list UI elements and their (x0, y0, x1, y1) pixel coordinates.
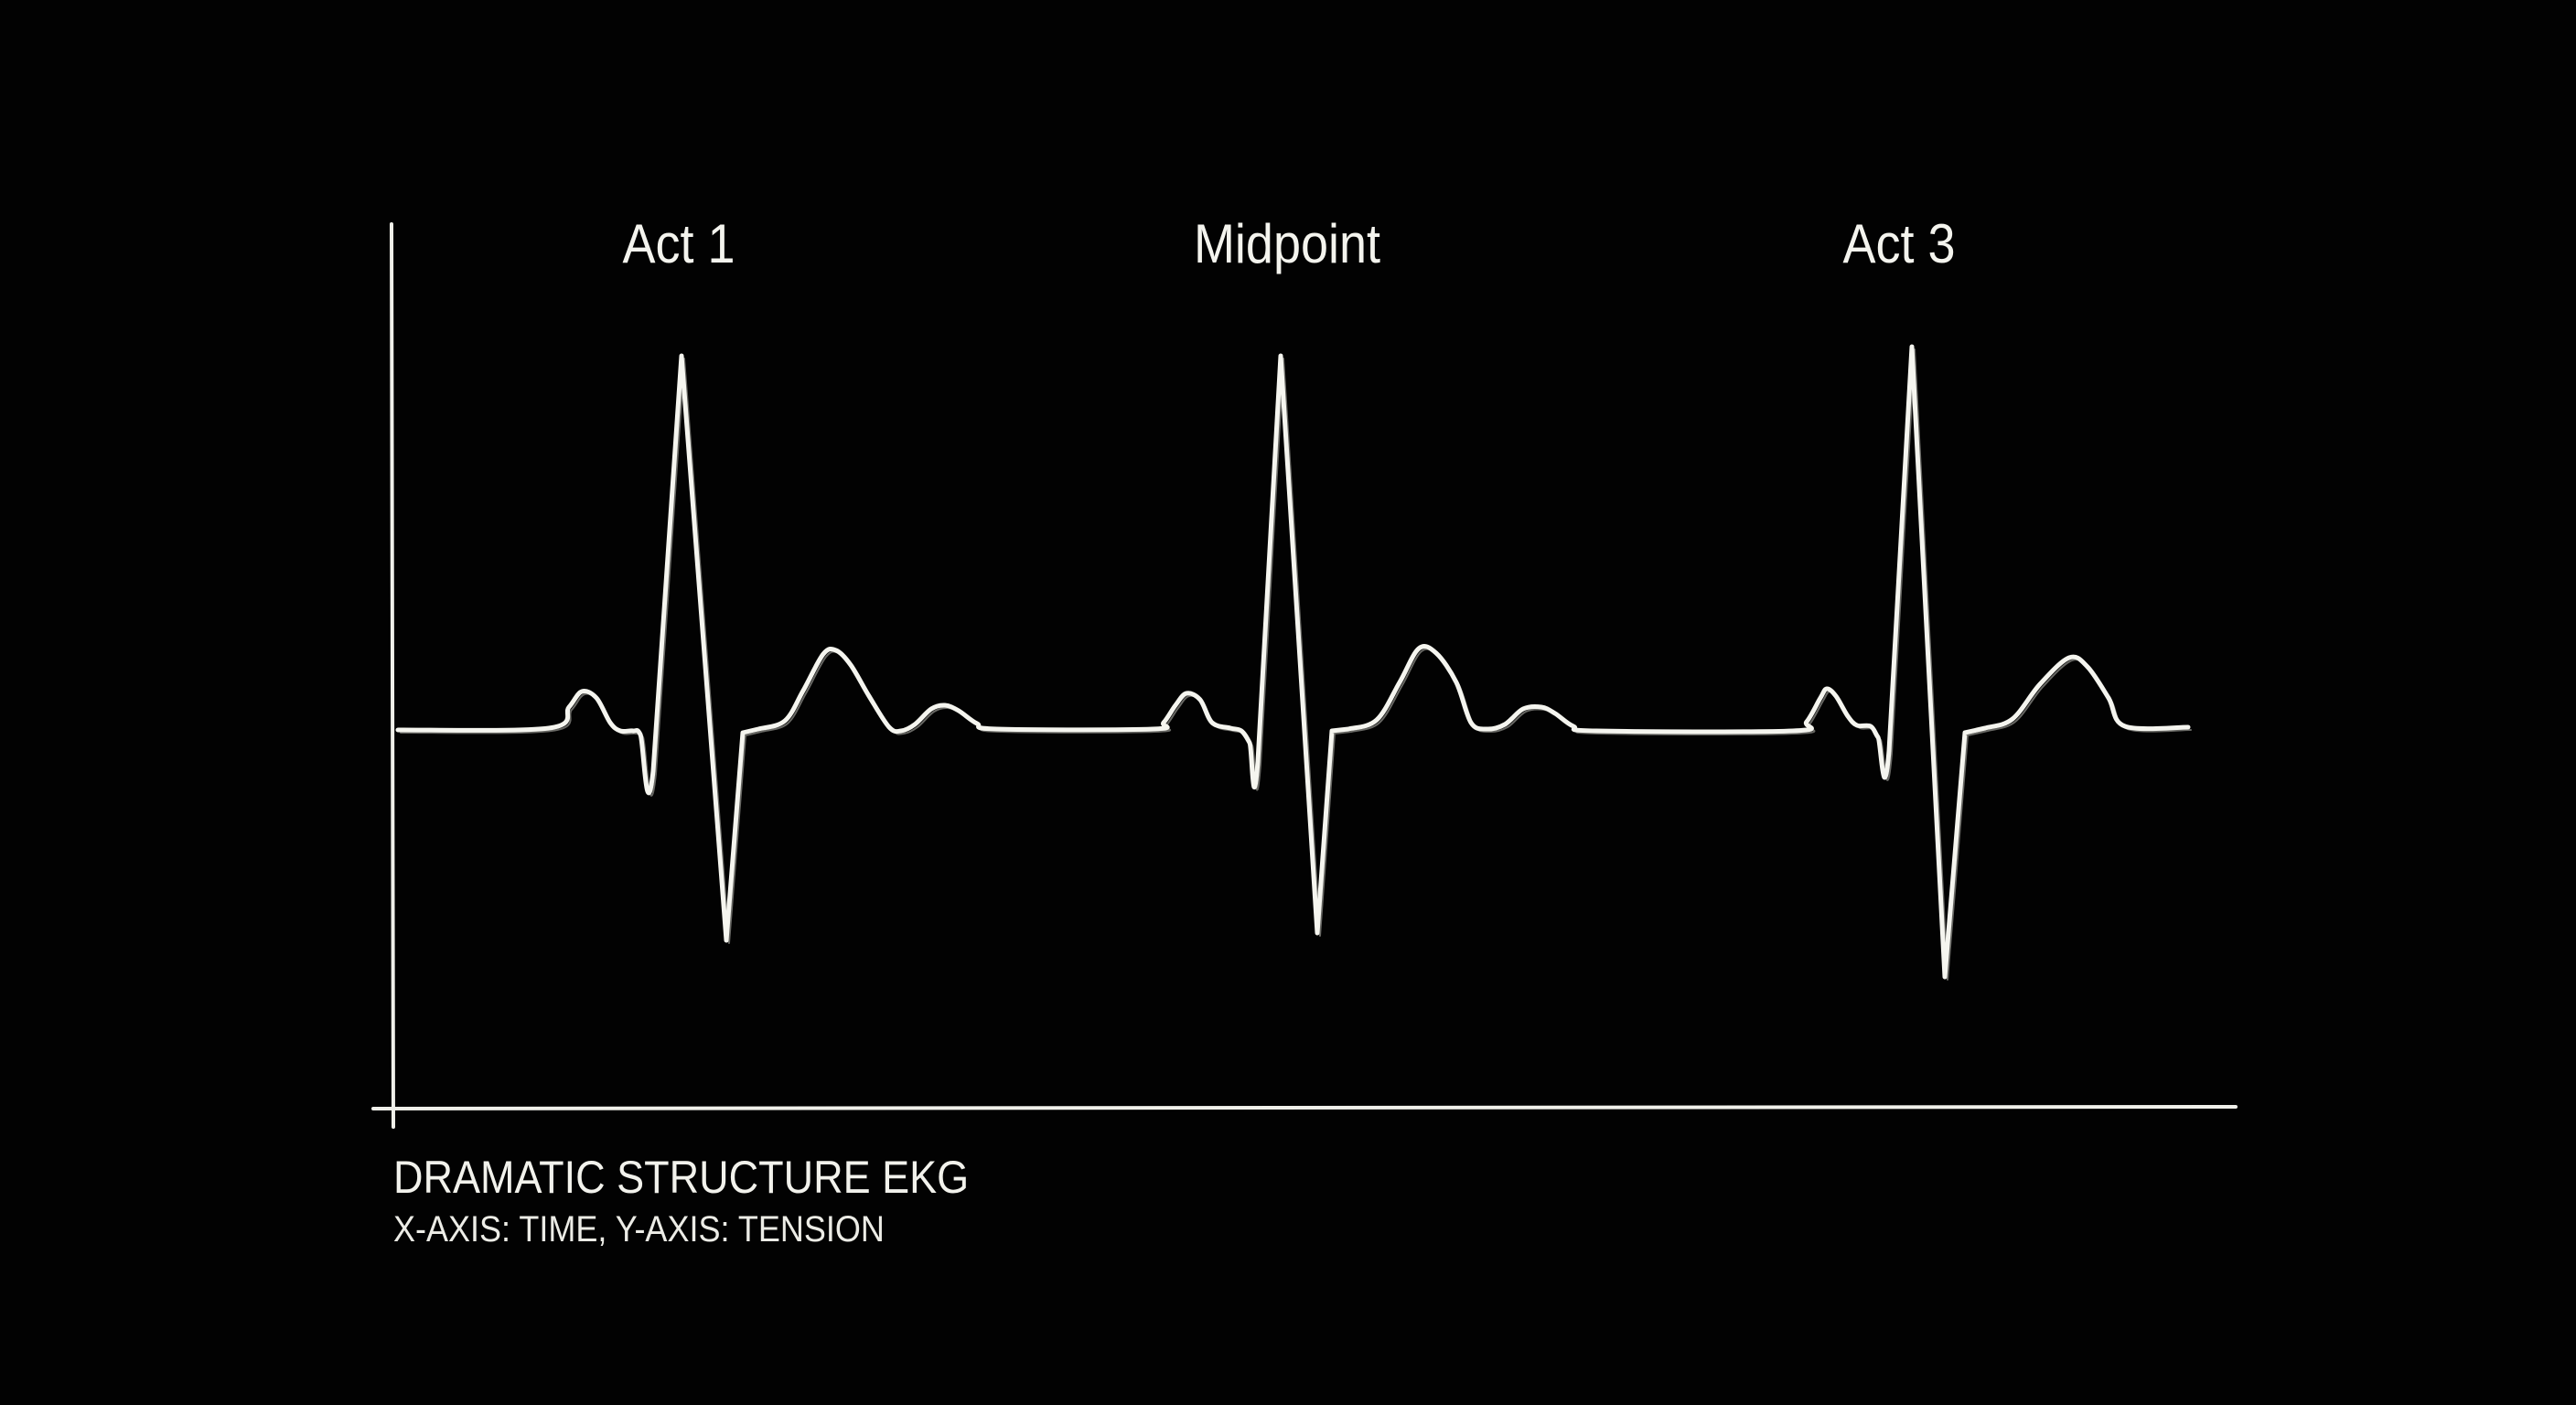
ekg-trace-sketch (400, 349, 2192, 981)
chart-title: DRAMATIC STRUCTURE EKG (393, 1152, 970, 1203)
act-3-label: Act 3 (1842, 213, 1956, 274)
act-1-label: Act 1 (622, 213, 735, 274)
y-axis (390, 222, 395, 1129)
chart-subtitle: X-AXIS: TIME, Y-AXIS: TENSION (393, 1209, 885, 1249)
midpoint-label: Midpoint (1193, 213, 1381, 274)
x-axis (371, 1105, 2238, 1110)
ekg-trace (395, 344, 2191, 980)
